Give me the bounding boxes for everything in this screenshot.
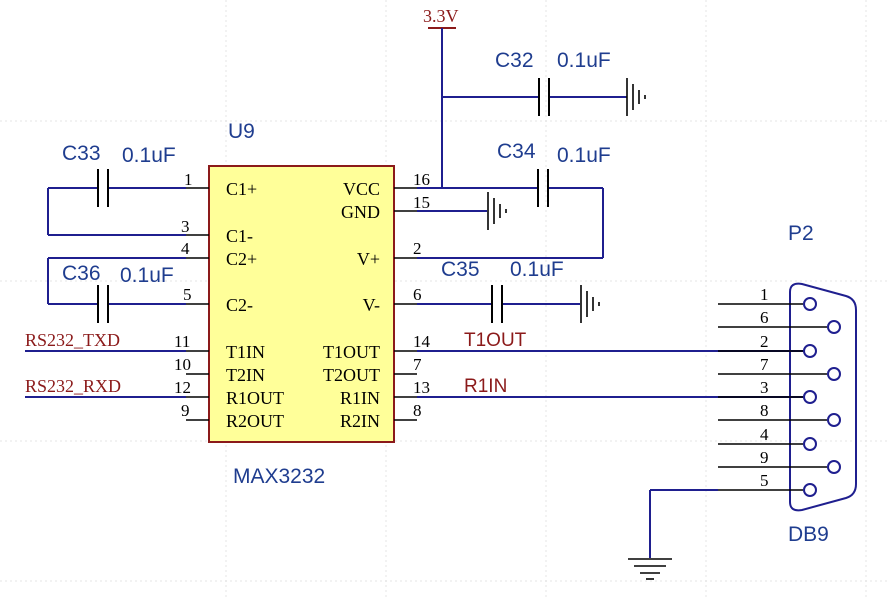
pin-number: 10: [174, 355, 191, 374]
connector-pin: [827, 413, 841, 427]
net-label-r1in: R1IN: [464, 376, 507, 397]
connector-pin: [803, 483, 817, 497]
connector-p2[interactable]: P2 DB9 1 6 2 7 3 8 4 9 5: [718, 222, 857, 546]
pin-name: R2OUT: [226, 411, 284, 431]
connector-pin-number: 2: [760, 332, 769, 351]
power-label: 3.3V: [423, 6, 459, 26]
ic-u9[interactable]: U9 MAX3232 1 3 4 5 11 10 12 9 C1+ C1- C2…: [174, 120, 431, 488]
pin-name: R1IN: [340, 388, 380, 408]
cap-ref: C34: [497, 140, 536, 163]
capacitor-c36[interactable]: C36 0.1uF: [47, 257, 186, 323]
pin-name: T1OUT: [323, 342, 380, 362]
connector-pin: [803, 390, 817, 404]
cap-value: 0.1uF: [510, 258, 564, 281]
pin-number: 15: [413, 193, 430, 212]
pin-name: T1IN: [226, 342, 265, 362]
pin-name: R2IN: [340, 411, 380, 431]
connector-pin: [827, 367, 841, 381]
net-label-txd: RS232_TXD: [25, 330, 120, 350]
pin-name: C1-: [226, 226, 253, 246]
pin-number: 16: [413, 170, 430, 189]
cap-ref: C36: [62, 262, 101, 285]
pin-number: 4: [181, 239, 190, 258]
pin-number: 14: [413, 332, 431, 351]
pin-number: 9: [181, 401, 190, 420]
ic-body[interactable]: [208, 165, 395, 443]
connector-pin-number: 4: [760, 425, 769, 444]
pin-name: C2+: [226, 249, 257, 269]
connector-pin-number: 6: [760, 308, 769, 327]
ic-part: MAX3232: [233, 465, 325, 488]
connector-pin: [803, 344, 817, 358]
pin-number: 1: [184, 170, 193, 189]
ground-symbol: [487, 192, 507, 230]
pin-number: 12: [174, 378, 191, 397]
cap-ref: C35: [441, 258, 480, 281]
pin-name: T2OUT: [323, 365, 380, 385]
pin-number: 7: [413, 355, 422, 374]
capacitor-c32[interactable]: C32 0.1uF: [442, 49, 626, 116]
connector-shell: [789, 282, 857, 512]
connector-pin: [803, 297, 817, 311]
pin-name: C1+: [226, 179, 257, 199]
power-port-3v3[interactable]: 3.3V: [423, 6, 459, 187]
cap-ref: C32: [495, 49, 534, 72]
connector-pin-number: 1: [760, 285, 769, 304]
cap-value: 0.1uF: [122, 144, 176, 167]
cap-value: 0.1uF: [557, 49, 611, 72]
net-txd[interactable]: RS232_TXD: [25, 330, 186, 352]
capacitor-c35[interactable]: C35 0.1uF: [417, 258, 580, 323]
connector-ground-net: [649, 489, 718, 558]
cap-value: 0.1uF: [120, 264, 174, 287]
ground-symbol: [626, 78, 646, 116]
connector-pin: [803, 437, 817, 451]
ground-symbol: [580, 285, 600, 323]
capacitor-c33[interactable]: C33 0.1uF: [47, 142, 186, 236]
cap-ref: C33: [62, 142, 101, 165]
pin-name: V+: [357, 249, 380, 269]
connector-pin-number: 9: [760, 448, 769, 467]
pin-name: R1OUT: [226, 388, 284, 408]
ic-ref: U9: [228, 120, 255, 143]
connector-part: DB9: [788, 523, 829, 546]
pin-number: 11: [174, 332, 190, 351]
pin-name: GND: [341, 202, 380, 222]
net-label-rxd: RS232_RXD: [25, 376, 121, 396]
pin-number: 13: [413, 378, 430, 397]
net-t1out[interactable]: T1OUT: [417, 330, 810, 352]
net-rxd[interactable]: RS232_RXD: [25, 376, 186, 398]
pin-number: 5: [183, 285, 192, 304]
ground-symbol: [628, 558, 672, 580]
connector-pin: [827, 320, 841, 334]
connector-pin-number: 3: [760, 378, 769, 397]
connector-ref: P2: [788, 222, 814, 245]
cap-value: 0.1uF: [557, 144, 611, 167]
pin-name: VCC: [343, 179, 380, 199]
pin-number: 6: [413, 285, 422, 304]
net-r1in[interactable]: R1IN: [417, 376, 810, 398]
connector-pin-number: 7: [760, 355, 769, 374]
pin-name: C2-: [226, 295, 253, 315]
pin-name: V-: [363, 295, 380, 315]
connector-pin: [827, 460, 841, 474]
pin-number: 2: [413, 239, 422, 258]
pin-name: T2IN: [226, 365, 265, 385]
connector-pin-number: 5: [760, 471, 769, 490]
capacitor-c34[interactable]: C34 0.1uF: [417, 140, 611, 259]
pin-number: 8: [413, 401, 422, 420]
connector-pin-number: 8: [760, 401, 769, 420]
net-label-t1out: T1OUT: [464, 330, 527, 351]
pin-number: 3: [181, 217, 190, 236]
